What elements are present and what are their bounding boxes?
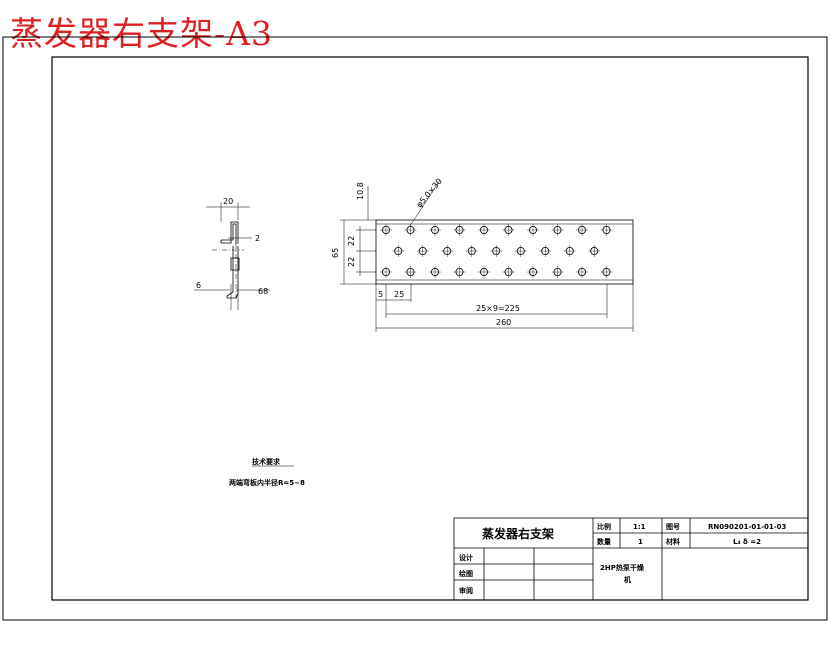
dim-thickness: 2: [255, 234, 260, 243]
dim-hole: φ5.0×30: [415, 177, 444, 210]
dim-width: 20: [223, 197, 233, 206]
notes-text: 两端弯板内半径R=5~8: [229, 478, 305, 487]
dim-edge: 5: [378, 290, 383, 299]
hole-pattern: [380, 224, 613, 278]
notes-heading: 技术要求: [252, 457, 281, 466]
dim-left: 6: [196, 281, 201, 290]
dim-row-gap-2: 22: [347, 257, 356, 267]
design-label: 设计: [459, 553, 473, 562]
dim-right: 68: [258, 287, 268, 296]
title-block: [453, 517, 809, 601]
scale-value: 1:1: [633, 523, 646, 531]
front-view: [340, 179, 634, 332]
scale-label: 比例: [597, 522, 611, 531]
dim-pitch: 25: [394, 290, 404, 299]
dim-length: 260: [496, 318, 511, 327]
dim-height: 65: [331, 248, 340, 258]
product-name-line2: 机: [624, 575, 631, 584]
product-name-line1: 2HP热泵干燥: [600, 563, 645, 572]
drawing-title: 蒸发器右支架-A3: [10, 14, 273, 53]
dim-row-gap-1: 22: [347, 236, 356, 246]
material-label: 材料: [665, 537, 680, 546]
outer-border: [2, 36, 828, 621]
material-value: L₄ δ =2: [733, 538, 761, 546]
review-label: 审阅: [459, 586, 473, 595]
drawing-no-value: RN090201-01-01-03: [708, 523, 787, 531]
qty-value: 1: [638, 538, 643, 546]
part-name: 蒸发器右支架: [482, 526, 554, 541]
dim-top-offset: 10.8: [356, 182, 365, 200]
inner-border: [51, 56, 809, 601]
drawing-no-label: 图号: [666, 522, 680, 531]
side-view: [194, 202, 270, 310]
dim-span: 25×9=225: [476, 304, 520, 313]
draw-label: 绘图: [459, 569, 473, 578]
qty-label: 数量: [597, 537, 611, 546]
